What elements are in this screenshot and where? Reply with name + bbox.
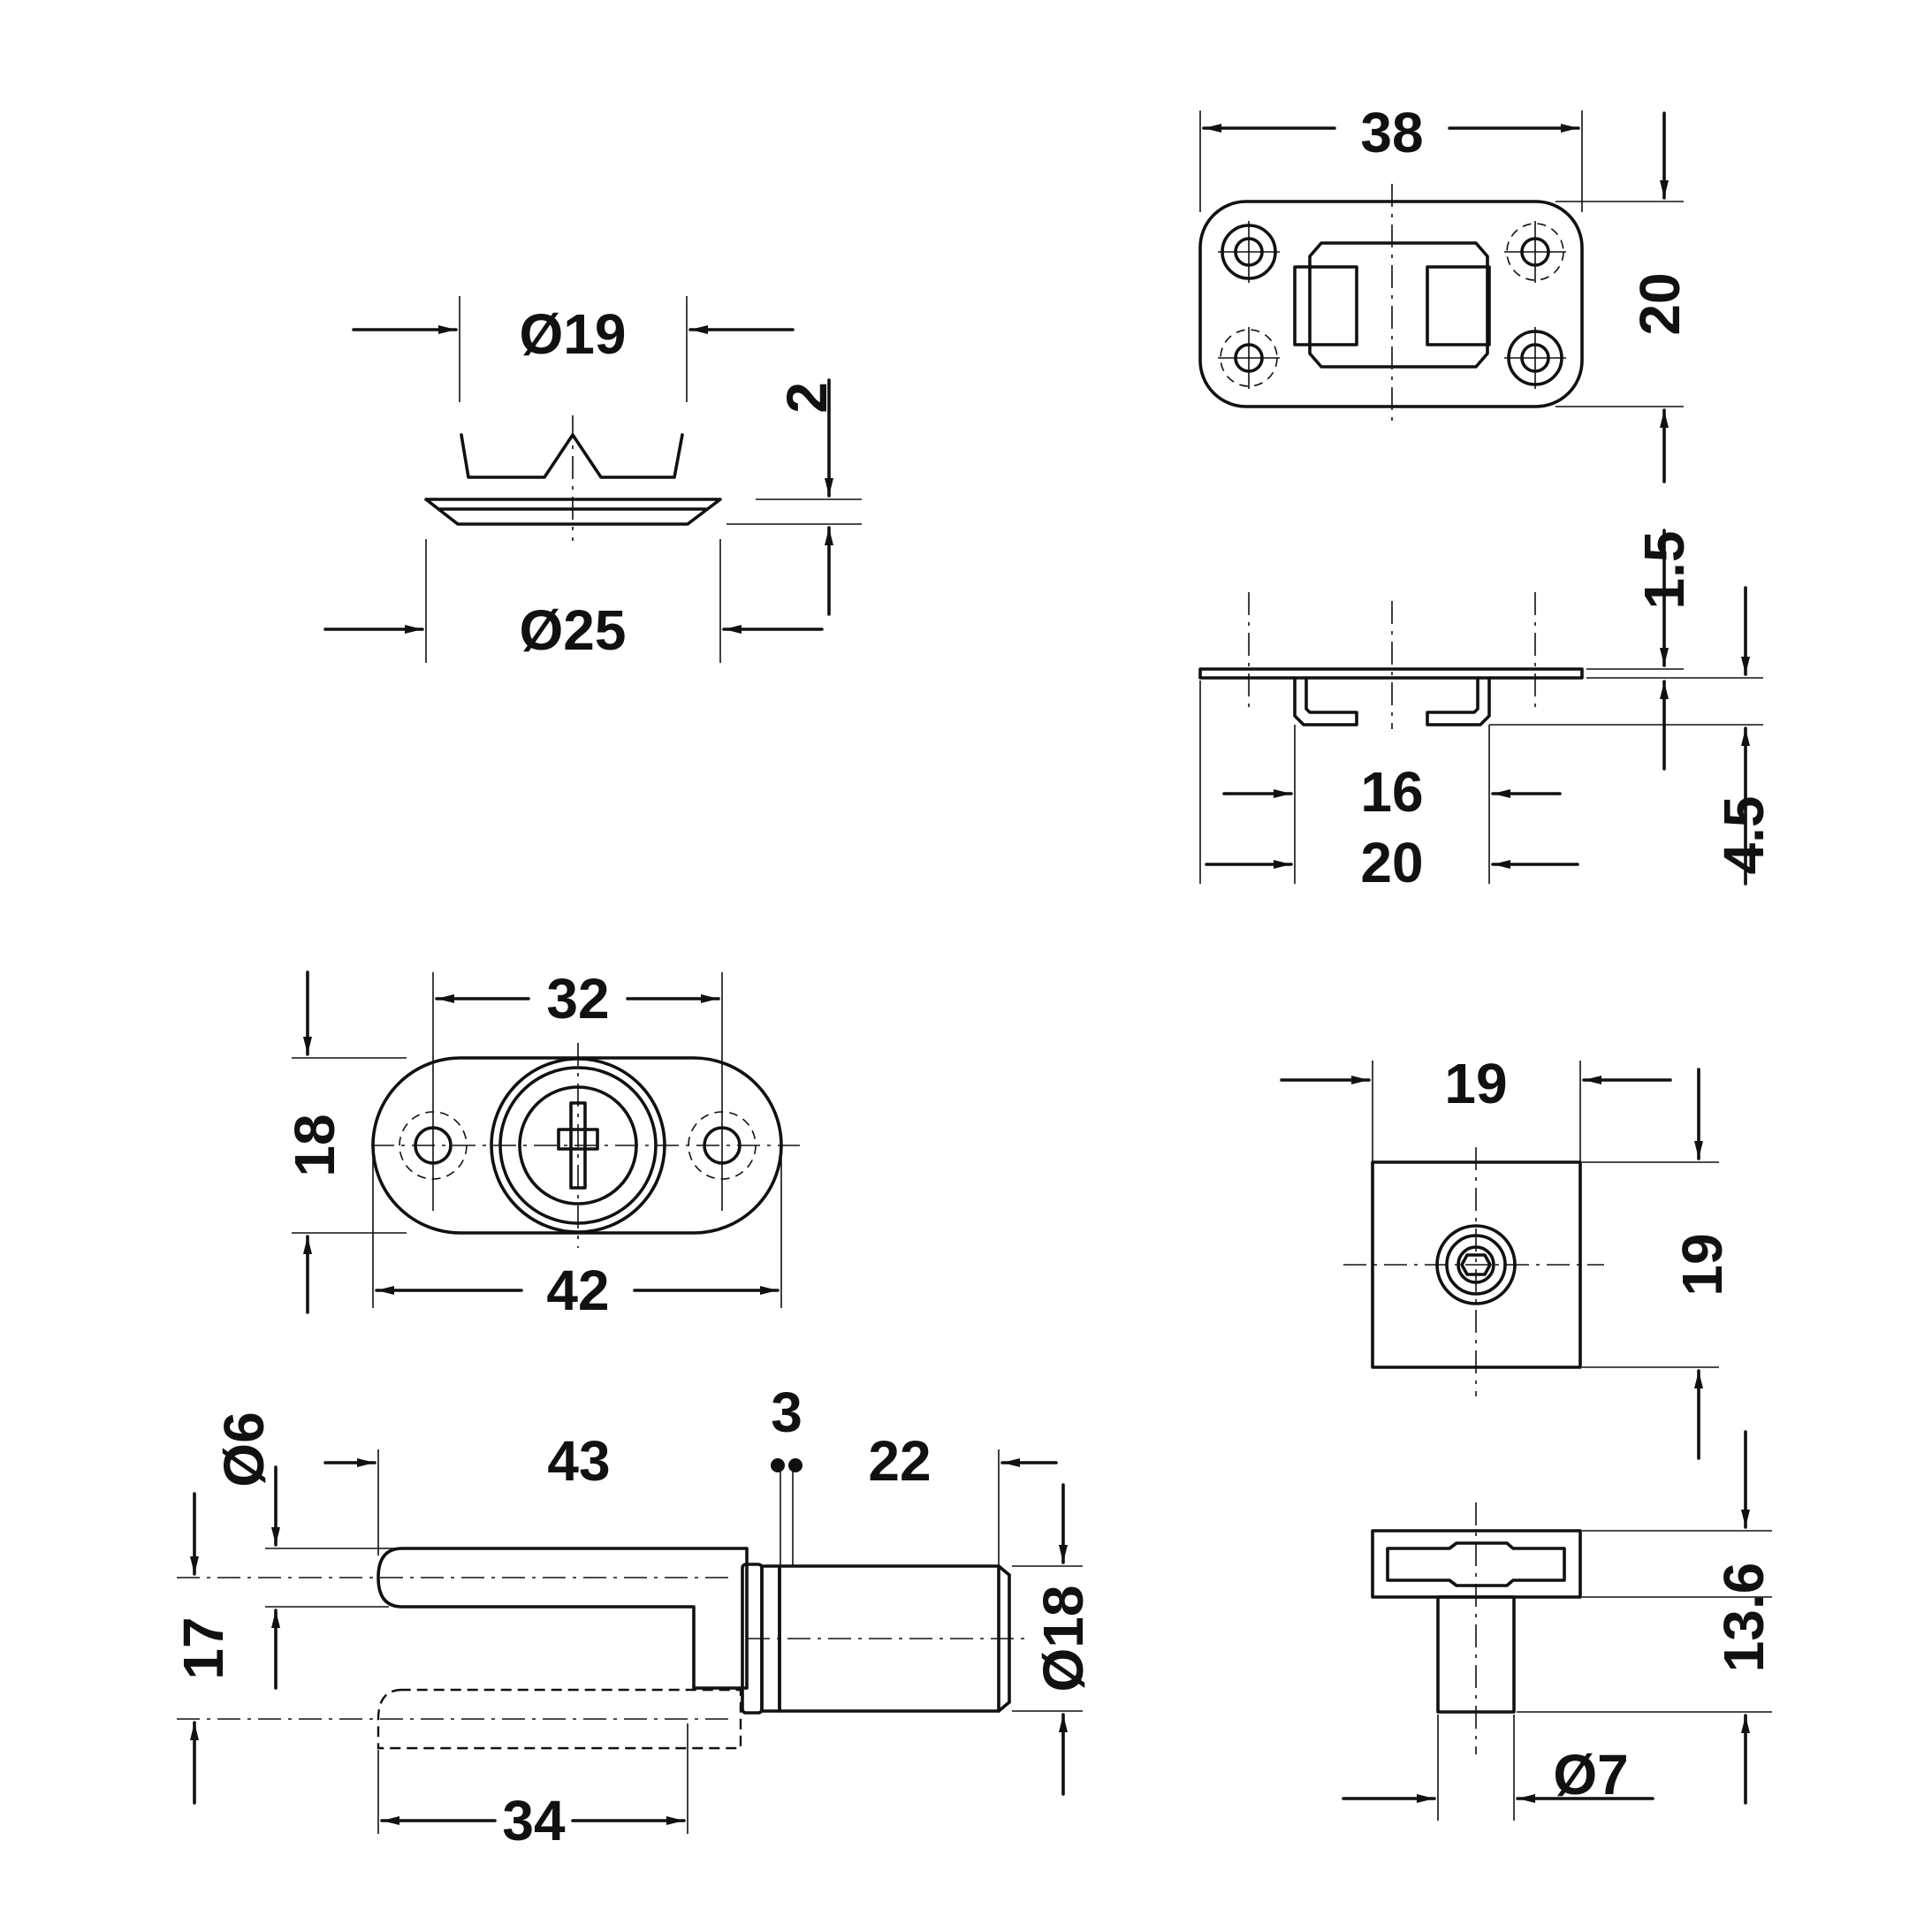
- dim-diameter-bottom: Ø25: [520, 598, 627, 662]
- dim-dot: [788, 1458, 802, 1472]
- dim-keeper-width: 19: [1444, 1052, 1507, 1115]
- dim-lock-width: 42: [546, 1259, 609, 1322]
- dim-lock-height: 18: [283, 1114, 346, 1176]
- keeper-pin: [1436, 1595, 1516, 1714]
- dim-flange: 3: [771, 1381, 802, 1444]
- dim-plate-depth: 4.5: [1712, 796, 1776, 875]
- dim-keeper-height: 19: [1670, 1233, 1734, 1296]
- lock-cylinder-chamfer: [997, 1700, 1011, 1713]
- hex-socket-icon: [1460, 1253, 1492, 1276]
- plate-side-view: 16 20 1.5 4.5: [1198, 529, 1776, 894]
- plate-side-tab-right: [1426, 676, 1491, 726]
- plate-outline: [1198, 200, 1584, 408]
- dim-cylinder-length: 22: [868, 1429, 931, 1493]
- rosette-flange: [424, 498, 722, 526]
- dim-outer-width: 20: [1360, 831, 1423, 894]
- keeper-top-view: 19 19: [1280, 1052, 1734, 1460]
- plate-side-body: [1198, 667, 1584, 680]
- keeper-pin-ring: [1445, 1234, 1507, 1296]
- keeper-pin-inner: [1457, 1245, 1495, 1284]
- lock-cylinder-chamfer: [997, 1564, 1011, 1577]
- dim-bolt-offset: 17: [171, 1616, 235, 1679]
- dim-bolt-diameter: Ø6: [212, 1411, 276, 1487]
- screw-hole-tl: [1218, 221, 1280, 283]
- screw-hole-br: [1504, 327, 1566, 389]
- dim-cylinder-diameter: Ø18: [1031, 1586, 1095, 1692]
- dim-plate-width: 38: [1360, 101, 1423, 164]
- keeper-side-view: 13.6 Ø7: [1342, 1430, 1776, 1821]
- plate-top-view: 38 20: [1198, 101, 1692, 483]
- dim-bolt-length: 43: [547, 1429, 610, 1493]
- dim-dot: [771, 1458, 785, 1472]
- screw-hole-bl: [1218, 327, 1280, 389]
- lock-hole-left: [399, 1111, 468, 1180]
- rosette-view: Ø19 Ø25 2: [323, 296, 862, 663]
- keeper-pin-outer: [1435, 1224, 1517, 1305]
- plate-tab-left: [1293, 265, 1358, 346]
- dim-keeper-side-height: 13.6: [1712, 1563, 1776, 1673]
- lock-bolt-hidden: [377, 1688, 742, 1750]
- dim-plate-thickness: 1.5: [1632, 531, 1696, 610]
- lock-bolt: [377, 1547, 749, 1690]
- dim-diameter-top: Ø19: [520, 302, 627, 366]
- lock-hole-right: [688, 1111, 757, 1180]
- dim-thickness: 2: [775, 382, 839, 414]
- dim-hole-spacing: 32: [546, 967, 609, 1031]
- dim-pin-diameter: Ø7: [1553, 1743, 1628, 1806]
- screw-hole-tr: [1504, 221, 1566, 283]
- dim-inner-width: 16: [1360, 760, 1423, 824]
- lock-side-view: Ø6 17 43 3 22 Ø: [171, 1381, 1095, 1852]
- dim-plate-height: 20: [1628, 272, 1692, 335]
- rosette-body: [460, 433, 684, 479]
- lock-front-view: 32 18 42: [283, 967, 800, 1322]
- keyway-icon: [557, 1101, 599, 1190]
- dim-bolt-lower-length: 34: [502, 1789, 566, 1852]
- plate-side-tab-left: [1293, 676, 1358, 726]
- plate-tab-right: [1426, 265, 1491, 346]
- keeper-slot: [1386, 1541, 1566, 1587]
- plate-slot: [1308, 241, 1489, 369]
